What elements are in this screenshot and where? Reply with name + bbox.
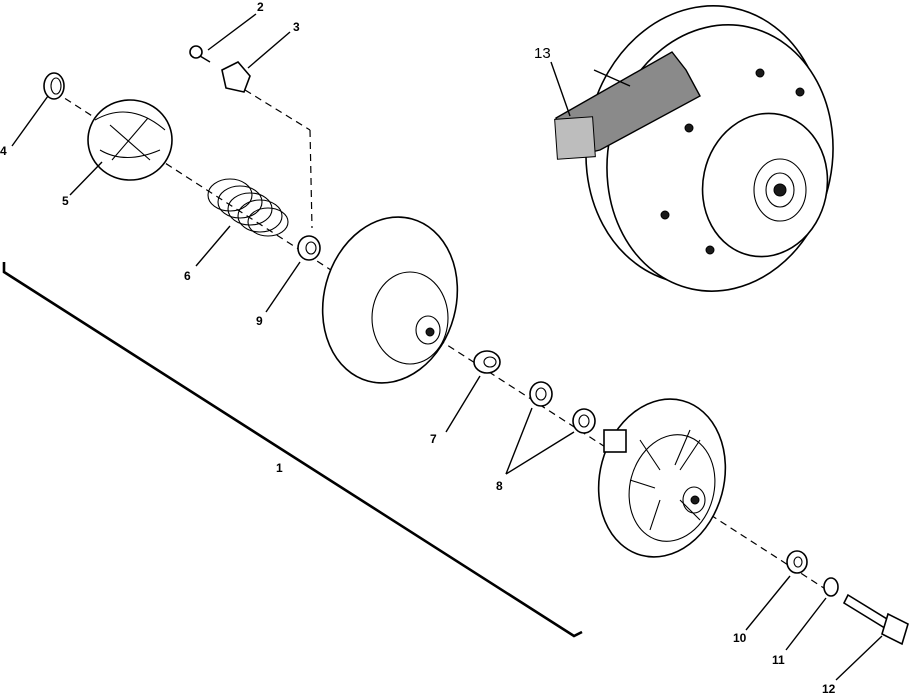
snap-ring: [43, 72, 65, 100]
callout-2: 2: [257, 0, 264, 14]
belt-end: [554, 116, 596, 160]
washer-10: [786, 550, 808, 574]
callout-3: 3: [293, 20, 300, 34]
callout-5: 5: [62, 194, 69, 208]
spring: [207, 178, 289, 237]
lock-washer: [823, 577, 839, 597]
callout-10: 10: [733, 631, 747, 645]
bushing: [473, 350, 501, 374]
fixed-sheave: [597, 398, 727, 558]
callout-9: 9: [256, 314, 263, 328]
callout-6: 6: [184, 269, 191, 283]
callout-13: 13: [534, 45, 551, 62]
washers: [529, 381, 596, 434]
spacer-9: [297, 235, 321, 261]
button-weight: [221, 61, 251, 93]
cam-spider: [87, 99, 173, 181]
callout-8: 8: [496, 479, 503, 493]
callout-1: 1: [276, 461, 283, 475]
assembled-clutch: [554, 5, 834, 292]
assembly-bracket: [2, 262, 583, 638]
leader-lines: [11, 13, 883, 681]
callout-7: 7: [430, 432, 437, 446]
screw: [189, 45, 211, 63]
callout-4: 4: [0, 144, 7, 158]
callout-12: 12: [822, 682, 836, 696]
bolt: [842, 593, 909, 646]
movable-sheave: [321, 216, 459, 384]
callout-11: 11: [772, 653, 785, 667]
